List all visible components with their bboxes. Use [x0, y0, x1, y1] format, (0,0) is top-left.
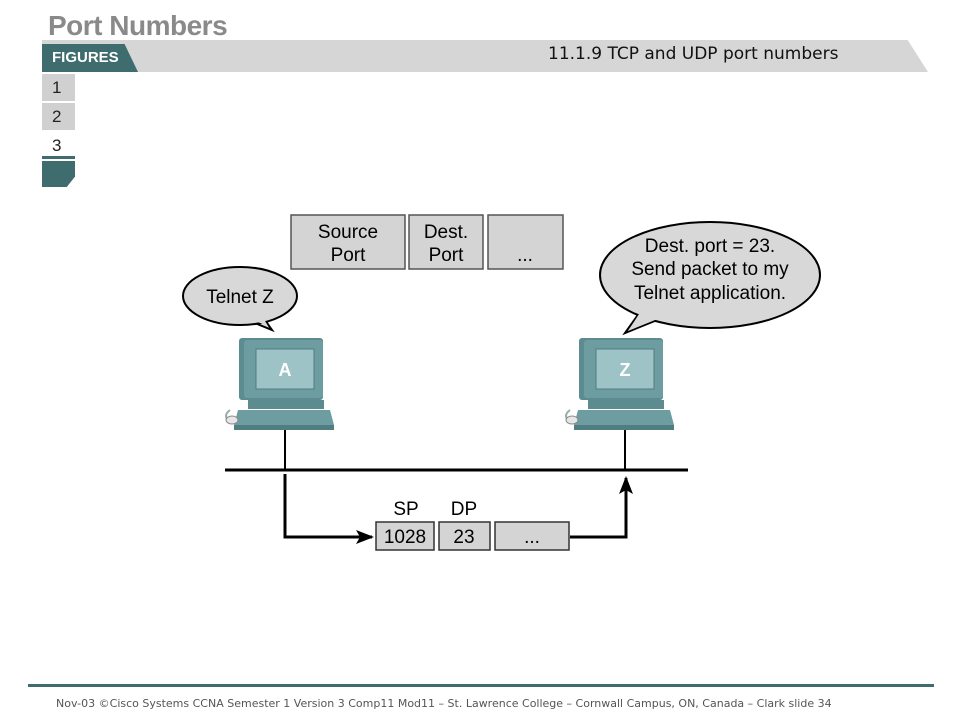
speech-bubble-a: Telnet Z [182, 266, 298, 333]
dest-port-label-line2: Port [429, 245, 465, 266]
bubble-z-line3: Telnet application. [634, 283, 786, 304]
source-port-label-line2: Port [331, 245, 367, 266]
figure-nav: 1 2 3 [42, 74, 75, 187]
figures-tab: FIGURES [42, 44, 138, 72]
sp-value: 1028 [384, 527, 426, 548]
footer-rule [28, 684, 934, 687]
dest-port-label-line1: Dest. [424, 222, 468, 243]
speech-bubble-z: Dest. port = 23. Send packet to my Telne… [599, 221, 821, 336]
computer-z-label: Z [620, 360, 631, 380]
flow-arrow-in [570, 476, 633, 539]
sp-value-box [375, 521, 435, 551]
figure-nav-end-tab [42, 161, 75, 187]
dp-label: DP [451, 499, 477, 520]
bubble-z-line2: Send packet to my [631, 259, 789, 280]
computer-a: A [225, 338, 334, 430]
slide-title: Port Numbers [48, 10, 228, 41]
flow-arrow-out [283, 474, 374, 544]
dp-value-box [438, 521, 491, 551]
source-port-box [290, 214, 406, 270]
packet-more-box [494, 521, 570, 551]
header-more-box [487, 214, 564, 270]
packet-more-label: ... [524, 527, 540, 548]
figure-nav-item-2[interactable]: 2 [42, 103, 75, 130]
bubble-z-line1: Dest. port = 23. [645, 236, 775, 257]
source-port-label-line1: Source [318, 222, 378, 243]
computer-a-label: A [279, 360, 292, 380]
sp-label: SP [393, 499, 418, 520]
bubble-a-text: Telnet Z [206, 287, 274, 308]
dest-port-box [408, 214, 484, 270]
figure-nav-item-3[interactable]: 3 [42, 132, 75, 159]
footer-text: Nov-03 ©Cisco Systems CCNA Semester 1 Ve… [56, 697, 832, 710]
computer-z: Z [565, 338, 674, 430]
segment-header: Source Port Dest. Port ... [290, 214, 564, 270]
header-more-label: ... [517, 245, 533, 266]
figure-title: 11.1.9 TCP and UDP port numbers [548, 44, 839, 64]
figure-nav-item-1[interactable]: 1 [42, 74, 75, 101]
dp-value: 23 [453, 527, 474, 548]
title-bar [42, 40, 928, 72]
packet: SP DP 1028 23 ... [375, 499, 570, 551]
